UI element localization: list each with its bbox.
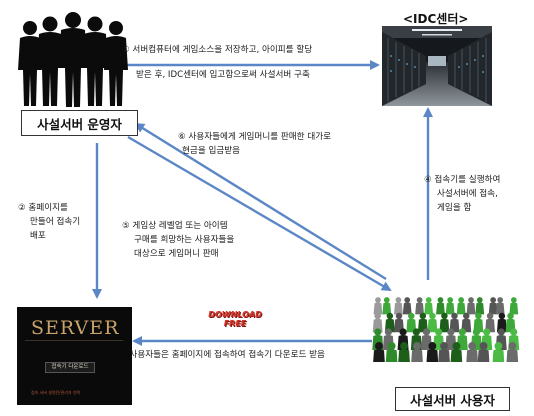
- crowd-person-icon: [438, 342, 450, 362]
- step-4-line-1: ④ 접속기를 실행하여: [424, 175, 501, 185]
- step-4-line-2: 사설서버에 접속,: [437, 189, 498, 199]
- idc-center-title: <IDC센터>: [403, 12, 469, 26]
- step-5-label: ⑤ 게임상 레벨업 또는 아이템 구매를 희망하는 사용자들을 대상으로 게임머…: [122, 219, 234, 261]
- crowd-person-icon: [445, 297, 455, 315]
- crowd-person-icon: [373, 297, 383, 315]
- step-2-line-1: ② 홈페이지를: [18, 203, 68, 213]
- step-3-line-1: ③ 사용자들은 홈페이지에 접속하여 접속기 다운로드 받음: [119, 350, 325, 360]
- crowd-person-icon: [450, 342, 463, 362]
- server-footer-text: 접속 서버 설명란/관리자 연락: [31, 390, 81, 395]
- crowd-person-icon: [509, 297, 519, 315]
- users-crowd-image: [372, 297, 520, 362]
- step-1-line-2: 받은 후, IDC센터에 입고함으로써 사설서버 구축: [136, 70, 310, 80]
- users-label-box: 사설서버 사용자: [395, 387, 510, 411]
- crowd-person-icon: [439, 312, 450, 333]
- step-2-line-2: 만들어 접속기: [30, 217, 81, 227]
- step-4-line-3: 게임을 함: [437, 203, 472, 213]
- server-website-screenshot: SERVER 접속기 다운로드 접속 서버 설명란/관리자 연락: [17, 307, 132, 405]
- step-2-line-3: 배포: [30, 231, 46, 241]
- download-badge-line-1: DOWNLOAD: [208, 310, 262, 319]
- crowd-person-icon: [415, 297, 424, 315]
- crowd-person-icon: [475, 297, 485, 315]
- crowd-person-icon: [393, 297, 403, 315]
- step-5-line-1: ⑤ 게임상 레벨업 또는 아이템: [122, 221, 228, 231]
- step-2-label: ② 홈페이지를 만들어 접속기 배포: [18, 201, 80, 243]
- operator-label: 사설서버 운영자: [37, 116, 122, 132]
- step-3-label: ③ 사용자들은 홈페이지에 접속하여 접속기 다운로드 받음: [119, 348, 325, 362]
- crowd-person-icon: [424, 297, 434, 315]
- server-logo: SERVER: [31, 317, 120, 339]
- crowd-person-icon: [436, 297, 445, 315]
- crowd-person-icon: [411, 342, 423, 362]
- crowd-person-icon: [427, 312, 438, 333]
- arrow-operator-to-users: [127, 135, 392, 292]
- crowd-person-icon: [488, 297, 498, 315]
- operator-label-box: 사설서버 운영자: [21, 110, 138, 136]
- idc-datacenter-image: [382, 26, 492, 106]
- crowd-person-icon: [402, 297, 412, 315]
- step-6-label: ⑥ 사용자들에게 게임머니를 판매한 대가로 현금을 입금받음: [178, 130, 331, 158]
- download-free-badge: DOWNLOAD FREE: [205, 310, 265, 328]
- crowd-person-icon: [466, 342, 478, 362]
- crowd-person-icon: [385, 342, 398, 362]
- crowd-person-icon: [406, 312, 417, 333]
- step-6-line-2: 현금을 입금받음: [182, 146, 241, 156]
- crowd-person-icon: [496, 312, 507, 333]
- crowd-person-icon: [492, 342, 505, 362]
- download-badge-line-2: FREE: [223, 319, 247, 328]
- step-6-line-1: ⑥ 사용자들에게 게임머니를 판매한 대가로: [178, 132, 332, 142]
- users-label: 사설서버 사용자: [410, 392, 495, 408]
- crowd-person-icon: [373, 342, 385, 362]
- crowd-person-icon: [382, 297, 392, 315]
- step-5-line-3: 대상으로 게임머니 판매: [134, 249, 219, 259]
- crowd-person-icon: [426, 342, 439, 362]
- crowd-person-icon: [372, 312, 383, 333]
- arrow-users-to-operator: [134, 122, 387, 281]
- crowd-person-icon: [477, 342, 490, 362]
- crowd-person-icon: [495, 297, 505, 315]
- crowd-person-icon: [456, 297, 466, 315]
- server-download-button[interactable]: 접속기 다운로드: [45, 362, 95, 373]
- operator-silhouettes-image: [18, 12, 128, 107]
- step-4-label: ④ 접속기를 실행하여 사설서버에 접속, 게임을 함: [424, 173, 500, 215]
- crowd-person-icon: [466, 297, 476, 315]
- step-1-label: ① 서버컴퓨터에 게임소스을 저장하고, 아이피를 할당 받은 후, IDC센터…: [122, 43, 312, 82]
- step-1-line-1: ① 서버컴퓨터에 게임소스을 저장하고, 아이피를 할당: [122, 45, 313, 55]
- crowd-person-icon: [398, 342, 410, 362]
- step-5-line-2: 구매를 희망하는 사용자들을: [134, 235, 235, 245]
- crowd-person-icon: [506, 342, 519, 362]
